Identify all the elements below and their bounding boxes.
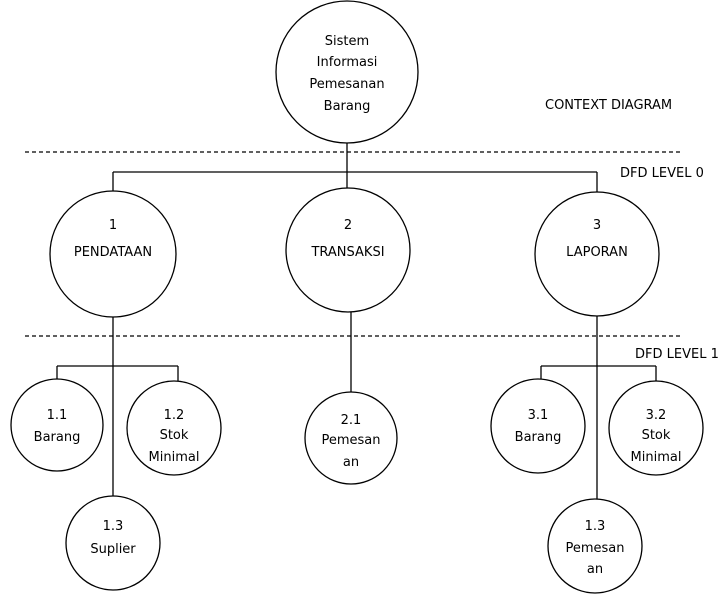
node-p32: 3.2 Stok Minimal <box>608 380 704 476</box>
node-p11: 1.1 Barang <box>10 378 104 472</box>
node-p21-line-3: an <box>343 455 359 470</box>
node-p32-line-1: 3.2 <box>646 408 667 423</box>
node-p1: 1 PENDATAAN <box>49 190 177 318</box>
node-p2: 2 TRANSAKSI <box>285 187 411 313</box>
node-p31-line-2: Barang <box>515 430 562 445</box>
node-p3-line-2: LAPORAN <box>566 245 628 260</box>
node-p32-line-3: Minimal <box>631 450 682 465</box>
node-p13: 1.3 Suplier <box>65 495 161 591</box>
node-p13-line-2: Suplier <box>90 542 136 557</box>
node-p3-line-1: 3 <box>593 218 601 233</box>
node-root-line-1: Sistem <box>325 34 369 49</box>
node-p12: 1.2 Stok Minimal <box>126 380 222 476</box>
node-p1-line-2: PENDATAAN <box>74 245 152 260</box>
node-p31-line-1: 3.1 <box>528 408 549 423</box>
node-p33: 1.3 Pemesan an <box>547 498 643 594</box>
node-p12-line-2: Stok <box>160 428 189 443</box>
node-p32-line-2: Stok <box>642 428 671 443</box>
section-context-label: CONTEXT DIAGRAM <box>545 98 672 113</box>
node-p12-line-3: Minimal <box>149 450 200 465</box>
node-p31: 3.1 Barang <box>490 378 586 474</box>
node-p1-line-1: 1 <box>109 218 117 233</box>
node-p12-line-1: 1.2 <box>164 408 185 423</box>
node-p21: 2.1 Pemesan an <box>304 391 398 485</box>
section-level1-label: DFD LEVEL 1 <box>635 347 719 362</box>
node-p33-line-3: an <box>587 562 603 577</box>
node-p3: 3 LAPORAN <box>534 191 660 317</box>
node-p21-line-2: Pemesan <box>321 433 380 448</box>
node-p33-line-2: Pemesan <box>565 541 624 556</box>
node-p21-line-1: 2.1 <box>341 413 362 428</box>
node-root-line-2: Informasi <box>317 55 378 70</box>
node-root-line-4: Barang <box>324 99 371 114</box>
node-root: Sistem Informasi Pemesanan Barang <box>275 0 419 144</box>
section-level0-label: DFD LEVEL 0 <box>620 166 704 181</box>
node-p33-line-1: 1.3 <box>585 519 606 534</box>
node-p2-line-2: TRANSAKSI <box>310 245 384 260</box>
node-p13-line-1: 1.3 <box>103 519 124 534</box>
node-p11-line-2: Barang <box>34 430 81 445</box>
node-p2-line-1: 2 <box>344 218 352 233</box>
node-p11-line-1: 1.1 <box>47 408 68 423</box>
node-root-line-3: Pemesanan <box>309 77 384 92</box>
